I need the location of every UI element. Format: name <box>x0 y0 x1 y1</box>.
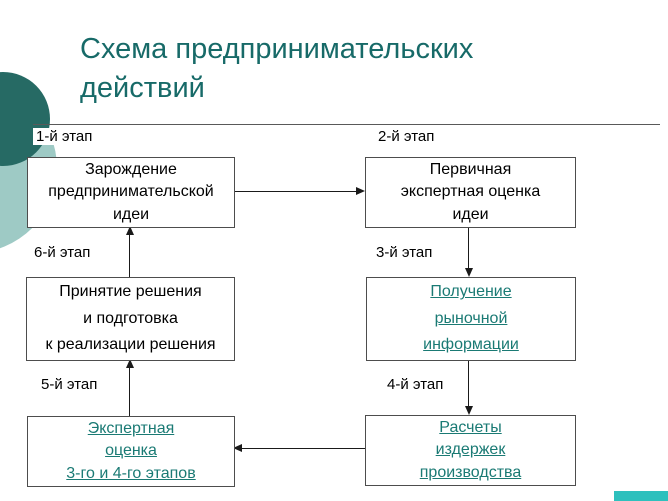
stage-label-4: 4-й этап <box>384 376 447 393</box>
stage-label-3: 3-й этап <box>373 244 436 261</box>
box-text-line: Принятие решения <box>59 283 202 301</box>
hyperlink-text-line[interactable]: 3-го и 4-го этапов <box>66 464 196 482</box>
hyperlink-text-line[interactable]: Расчеты <box>439 418 502 436</box>
box-text-line: экспертная оценка <box>400 183 541 201</box>
arrow-left-icon <box>233 444 242 452</box>
arrow-box5-box6-line <box>129 367 130 416</box>
flow-box-idea-origin: Зарождение предпринимательской идеи <box>27 157 235 228</box>
flow-box-decision-making: Принятие решения и подготовка к реализац… <box>26 277 235 361</box>
page-title: Схема предпринимательских действий <box>80 30 640 107</box>
box-text-line: Зарождение <box>85 160 177 178</box>
arrow-down-icon <box>465 268 473 277</box>
arrow-up-icon <box>126 359 134 368</box>
hyperlink-text-line[interactable]: оценка <box>105 442 157 460</box>
stage-label-5: 5-й этап <box>38 376 101 393</box>
hyperlink-text-line[interactable]: рыночной <box>434 309 508 327</box>
arrow-box6-box1-line <box>129 234 130 277</box>
arrow-box1-box2-line <box>233 191 357 192</box>
title-divider <box>33 124 660 125</box>
stage-label-6: 6-й этап <box>31 244 94 261</box>
stage-label-2: 2-й этап <box>375 128 438 145</box>
box-text-line: и подготовка <box>83 309 178 327</box>
arrow-box3-box4-line <box>468 359 469 407</box>
flow-box-stage-assessment: Экспертная оценка 3-го и 4-го этапов <box>27 416 235 487</box>
flow-box-expert-evaluation: Первичная экспертная оценка идеи <box>365 157 576 228</box>
box-text-line: предпринимательской <box>48 183 214 201</box>
arrow-down-icon <box>465 406 473 415</box>
corner-accent-bar <box>614 491 668 501</box>
box-text-line: Первичная <box>429 160 512 178</box>
flow-box-market-info: Получение рыночной информации <box>366 277 576 361</box>
box-text-line: идеи <box>112 205 150 223</box>
page-title-line-1: Схема предпринимательских <box>80 33 474 65</box>
arrow-right-icon <box>356 187 365 195</box>
box-text-line: к реализации решения <box>45 336 216 354</box>
box-text-line: идеи <box>452 205 489 223</box>
arrow-box4-box5-line <box>242 448 365 449</box>
page-title-line-2: действий <box>80 71 205 104</box>
stage-label-1: 1-й этап <box>33 128 96 145</box>
arrow-box2-box3-line <box>468 226 469 269</box>
arrow-up-icon <box>126 226 134 235</box>
hyperlink-text-line[interactable]: Экспертная <box>87 419 175 437</box>
flow-box-cost-calculation: Расчеты издержек производства <box>365 415 576 486</box>
hyperlink-text-line[interactable]: информации <box>423 336 519 354</box>
hyperlink-text-line[interactable]: издержек <box>435 441 506 459</box>
hyperlink-text-line[interactable]: Получение <box>430 283 512 301</box>
hyperlink-text-line[interactable]: производства <box>419 463 522 481</box>
